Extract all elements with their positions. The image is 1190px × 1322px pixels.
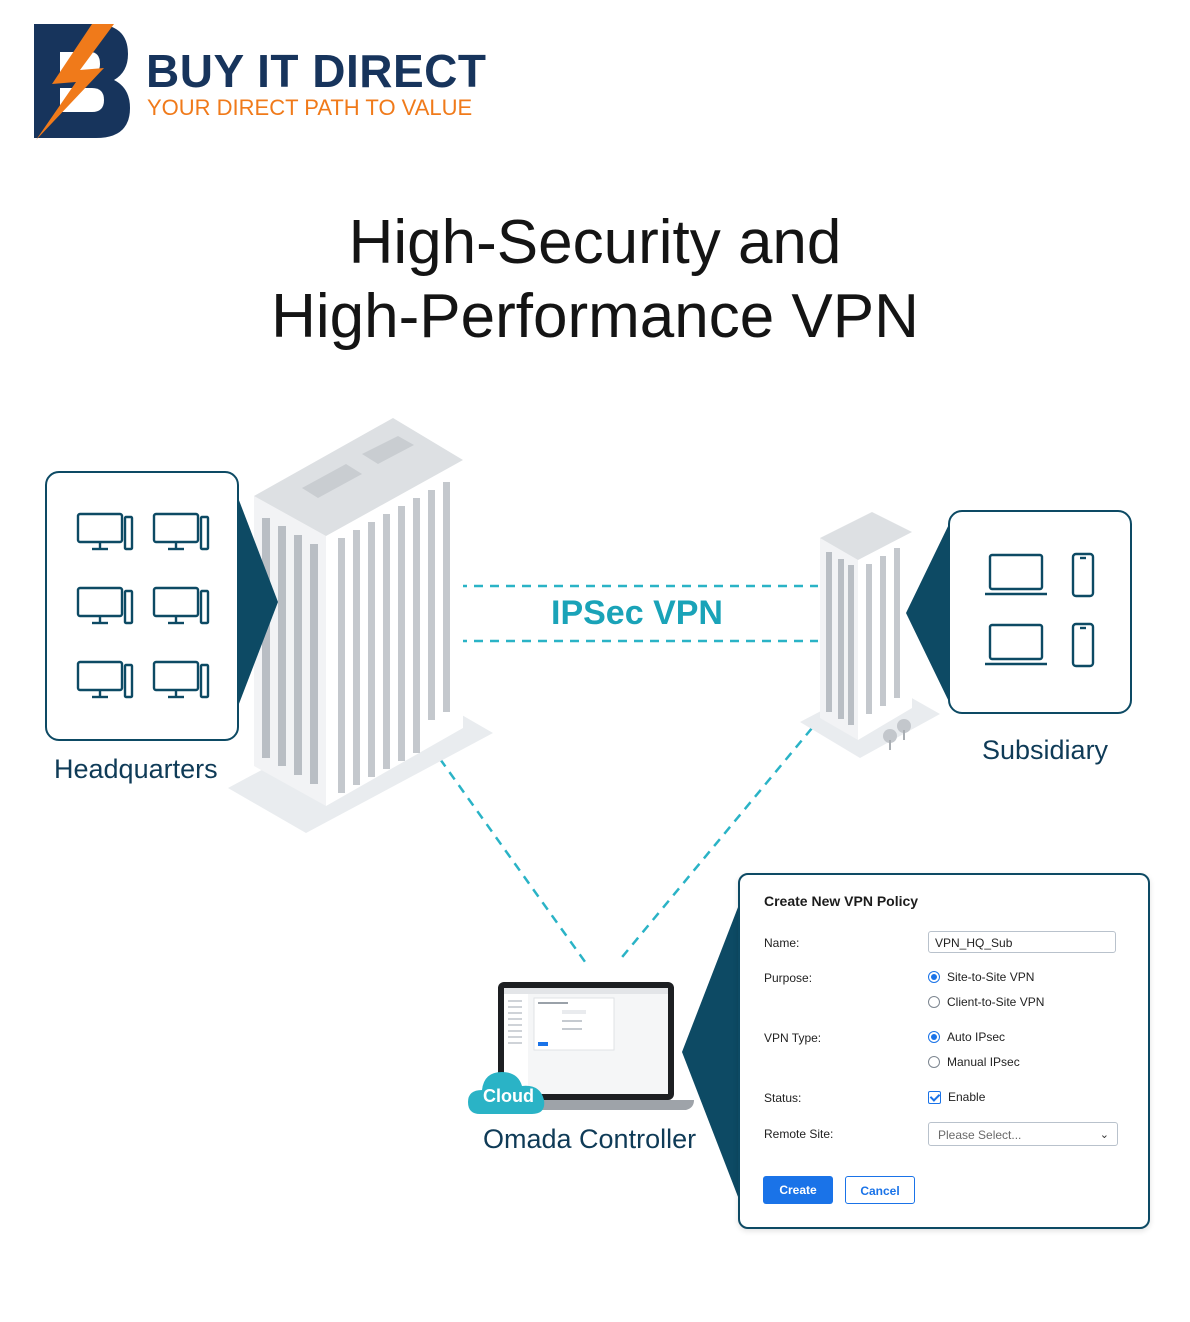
status-label: Status:: [764, 1091, 802, 1105]
headquarters-building: [228, 408, 498, 848]
hq-controller-link: [373, 667, 590, 967]
laptop-icon: [984, 552, 1048, 605]
cancel-button[interactable]: Cancel: [845, 1176, 915, 1204]
purpose-label: Purpose:: [764, 971, 813, 985]
vpn-type-label: VPN Type:: [764, 1031, 822, 1045]
brand-name: BUY IT DIRECT: [146, 45, 487, 97]
checkbox-checked[interactable]: [928, 1090, 941, 1104]
purpose-option-label: Client-to-Site VPN: [947, 995, 1045, 1009]
headline-line-2: High-Performance VPN: [271, 282, 919, 351]
desktop-icon: [151, 585, 211, 634]
chevron-down-icon: ⌄: [1099, 1129, 1109, 1141]
headquarters-device-panel: [45, 471, 239, 741]
cloud-label: Cloud: [483, 1086, 534, 1106]
vpn-type-option-manual[interactable]: Manual IPsec: [928, 1055, 1020, 1069]
cloud-icon: [466, 1062, 550, 1123]
phone-icon: [1070, 552, 1096, 605]
vpn-policy-dialog: Create New VPN Policy Name: VPN_HQ_Sub P…: [738, 873, 1150, 1229]
subsidiary-building: [800, 508, 950, 778]
create-button[interactable]: Create: [763, 1176, 833, 1204]
desktop-icon: [151, 659, 211, 708]
desktop-icon: [75, 659, 135, 708]
dialog-pointer: [682, 902, 740, 1207]
vpn-type-option-auto[interactable]: Auto IPsec: [928, 1030, 1005, 1044]
phone-icon: [1070, 622, 1096, 675]
status-option-label: Enable: [948, 1090, 986, 1104]
radio-unselected[interactable]: [928, 1056, 940, 1068]
remote-site-placeholder: Please Select...: [938, 1128, 1022, 1142]
headquarters-label: Headquarters: [54, 754, 218, 784]
omada-controller-label: Omada Controller: [483, 1124, 697, 1154]
remote-site-label: Remote Site:: [764, 1127, 834, 1141]
dialog-title: Create New VPN Policy: [764, 893, 919, 909]
sub-controller-link: [617, 715, 823, 963]
brand-logo: [30, 22, 132, 140]
headquarters-panel-pointer: [232, 482, 282, 727]
laptop-icon: [984, 622, 1048, 675]
purpose-option-label: Site-to-Site VPN: [947, 970, 1035, 984]
radio-selected[interactable]: [928, 971, 940, 983]
ipsec-vpn-label: IPSec VPN: [551, 594, 723, 632]
subsidiary-label: Subsidiary: [982, 735, 1109, 765]
name-input[interactable]: VPN_HQ_Sub: [928, 931, 1116, 953]
desktop-icon: [75, 585, 135, 634]
subsidiary-panel-pointer: [906, 518, 952, 713]
radio-selected[interactable]: [928, 1031, 940, 1043]
remote-site-select[interactable]: Please Select... ⌄: [928, 1122, 1118, 1146]
name-label: Name:: [764, 936, 800, 950]
radio-unselected[interactable]: [928, 996, 940, 1008]
purpose-option-site-to-site[interactable]: Site-to-Site VPN: [928, 970, 1034, 984]
subsidiary-device-panel: [948, 510, 1132, 714]
headline-line-1: High-Security and: [348, 208, 842, 277]
vpn-type-option-label: Manual IPsec: [947, 1055, 1020, 1069]
status-enable-checkbox[interactable]: Enable: [928, 1090, 985, 1104]
purpose-option-client-to-site[interactable]: Client-to-Site VPN: [928, 995, 1044, 1009]
brand-tagline: YOUR DIRECT PATH TO VALUE: [147, 95, 473, 120]
desktop-icon: [75, 511, 135, 560]
desktop-icon: [151, 511, 211, 560]
vpn-type-option-label: Auto IPsec: [947, 1030, 1006, 1044]
